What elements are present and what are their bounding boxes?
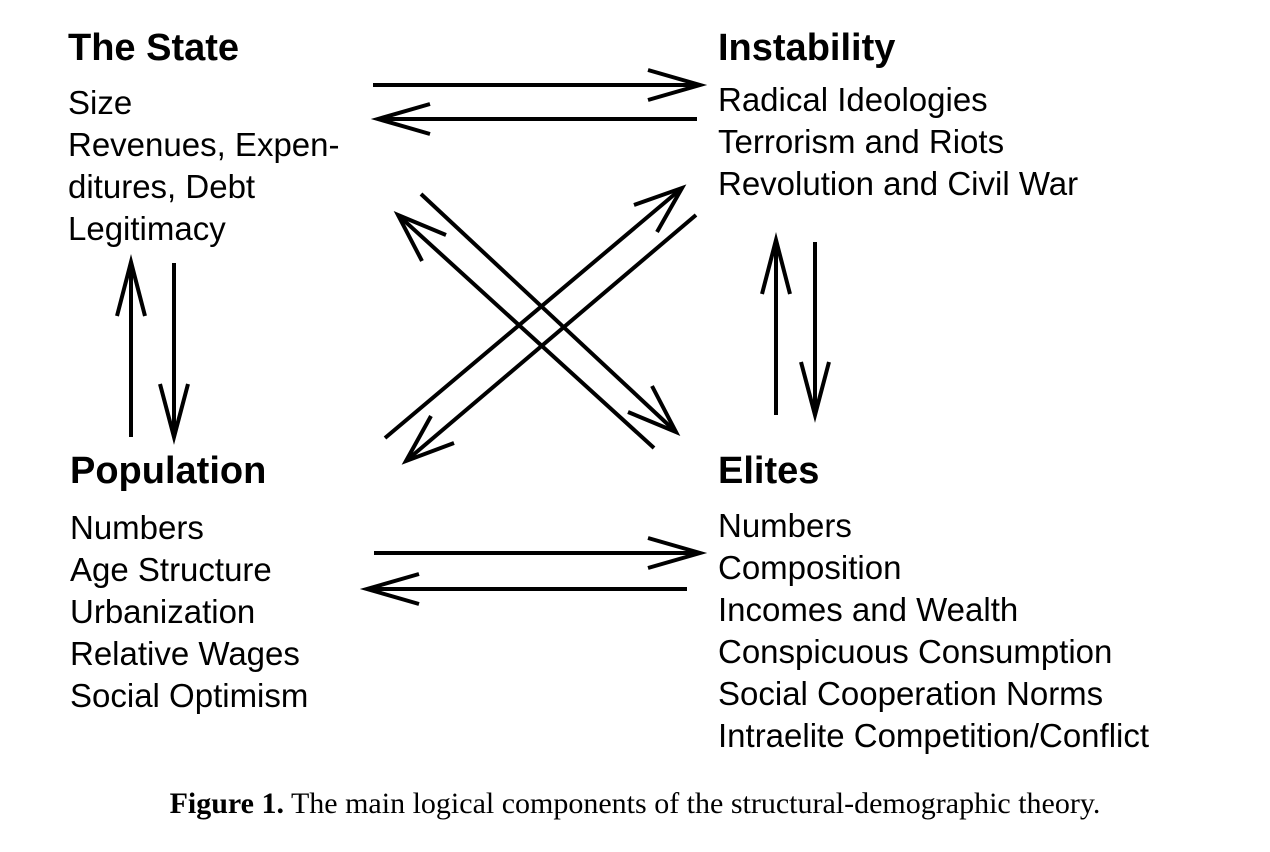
state-item-expenditures-debt: ditures, Debt	[68, 168, 256, 205]
state-title: The State	[68, 27, 240, 69]
caption-text: The main logical components of the struc…	[284, 787, 1101, 820]
arrow-instability-to-state	[370, 102, 697, 136]
arrow-state-to-instability	[373, 68, 708, 102]
elites-item-numbers: Numbers	[718, 507, 852, 544]
state-item-revenues: Revenues, Expen-	[68, 126, 340, 163]
state-item-legitimacy: Legitimacy	[68, 210, 226, 247]
arrow-population-to-elites	[374, 536, 708, 570]
elites-item-social-cooperation-norms: Social Cooperation Norms	[718, 675, 1104, 712]
arrow-state-to-elites	[419, 192, 681, 436]
elites-item-composition: Composition	[718, 549, 902, 586]
figure-caption: Figure 1. The main logical components of…	[0, 784, 1270, 824]
population-item-relative-wages: Relative Wages	[70, 635, 300, 672]
arrow-elites-to-instability	[760, 232, 792, 415]
elites-items: Numbers Composition Incomes and Wealth C…	[718, 505, 1149, 757]
instability-item-radical-ideologies: Radical Ideologies	[718, 81, 988, 118]
instability-title: Instability	[718, 27, 896, 69]
population-item-numbers: Numbers	[70, 509, 204, 546]
elites-item-intraelite-competition: Intraelite Competition/Conflict	[718, 717, 1150, 754]
population-items: Numbers Age Structure Urbanization Relat…	[70, 507, 308, 717]
elites-item-conspicuous-consumption: Conspicuous Consumption	[718, 633, 1113, 670]
instability-item-terrorism-riots: Terrorism and Riots	[718, 123, 1005, 160]
instability-block: Instability Radical Ideologies Terrorism…	[718, 25, 1078, 205]
elites-block: Elites Numbers Composition Incomes and W…	[718, 448, 1149, 757]
arrow-population-to-instability	[383, 184, 687, 440]
population-title: Population	[70, 450, 267, 492]
state-item-size: Size	[68, 84, 133, 121]
elites-item-incomes-wealth: Incomes and Wealth	[718, 591, 1019, 628]
instability-item-revolution-civil-war: Revolution and Civil War	[718, 165, 1079, 202]
population-item-urbanization: Urbanization	[70, 593, 256, 630]
arrow-instability-to-population	[401, 213, 698, 465]
state-block: The State Size Revenues, Expen- ditures,…	[68, 25, 340, 250]
arrow-state-to-population	[158, 263, 190, 445]
elites-title: Elites	[718, 450, 820, 492]
arrow-elites-to-state	[393, 211, 656, 450]
instability-items: Radical Ideologies Terrorism and Riots R…	[718, 79, 1078, 205]
arrow-instability-to-elites	[799, 242, 831, 423]
population-item-social-optimism: Social Optimism	[70, 677, 309, 714]
population-item-age-structure: Age Structure	[70, 551, 272, 588]
arrow-elites-to-population	[359, 572, 687, 606]
state-items: Size Revenues, Expen- ditures, Debt Legi…	[68, 82, 340, 250]
caption-label: Figure 1.	[169, 787, 284, 820]
population-block: Population Numbers Age Structure Urbaniz…	[70, 448, 308, 717]
arrow-population-to-state	[115, 254, 147, 437]
